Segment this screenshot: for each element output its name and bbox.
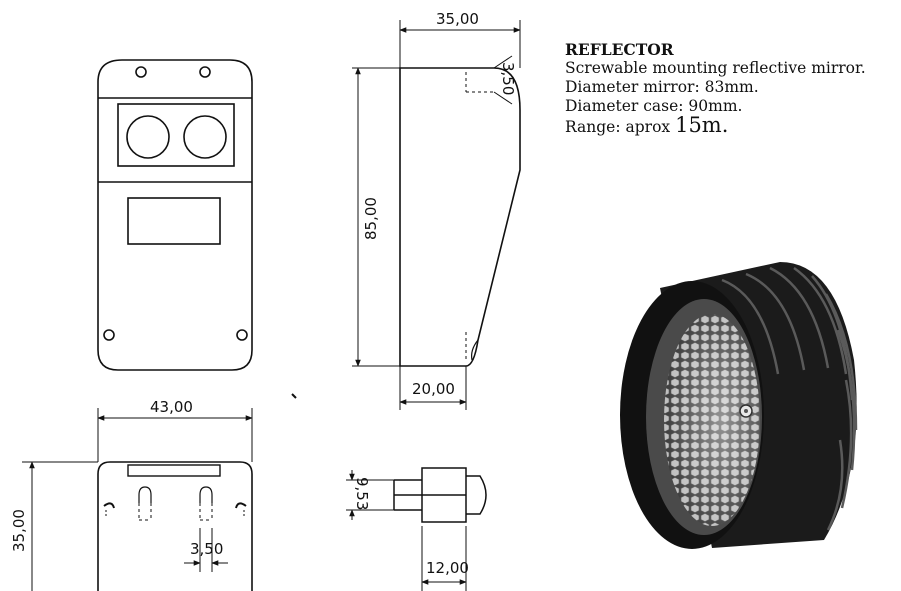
lens-dimensions [346, 470, 467, 591]
label-window [127, 197, 221, 245]
dim-bottom-width: 20,00 [412, 380, 455, 398]
info-range-label: Range: aprox [565, 118, 676, 136]
mount-hole [135, 66, 147, 78]
dim-top-offset: 3,50 [499, 62, 517, 95]
reflector-render [620, 262, 858, 549]
dim-top-width: 35,00 [436, 10, 479, 28]
side-view-dimensions [352, 20, 521, 410]
dim-front-width: 43,00 [150, 398, 193, 416]
bottom-view [97, 461, 253, 591]
lens-right [183, 115, 227, 159]
info-line-1: Screwable mounting reflective mirror. [565, 59, 866, 77]
slot [127, 464, 221, 477]
lens-left [126, 115, 170, 159]
dim-hole-spacing: 3,50 [190, 540, 223, 558]
bottom-view-dimensions [22, 408, 253, 591]
dim-lens-height: 9,53 [353, 477, 371, 510]
dim-height: 85,00 [362, 197, 380, 240]
lens-detail [393, 467, 487, 523]
mount-hole [103, 329, 115, 341]
mount-hole [236, 329, 248, 341]
info-range-value: 15m. [675, 113, 729, 137]
mount-hole [199, 66, 211, 78]
dim-bottom-height: 35,00 [10, 509, 28, 552]
info-line-3: Diameter case: 90mm. [565, 97, 743, 115]
dim-lens-length: 12,00 [426, 559, 469, 577]
front-view [97, 59, 253, 371]
lens-window [117, 103, 235, 167]
info-line-2: Diameter mirror: 83mm. [565, 78, 759, 96]
side-view [399, 67, 521, 367]
info-line-4: Range: aprox 15m. [565, 113, 866, 137]
reflector-info: REFLECTOR Screwable mounting reflective … [565, 40, 866, 137]
info-title: REFLECTOR [565, 40, 674, 59]
